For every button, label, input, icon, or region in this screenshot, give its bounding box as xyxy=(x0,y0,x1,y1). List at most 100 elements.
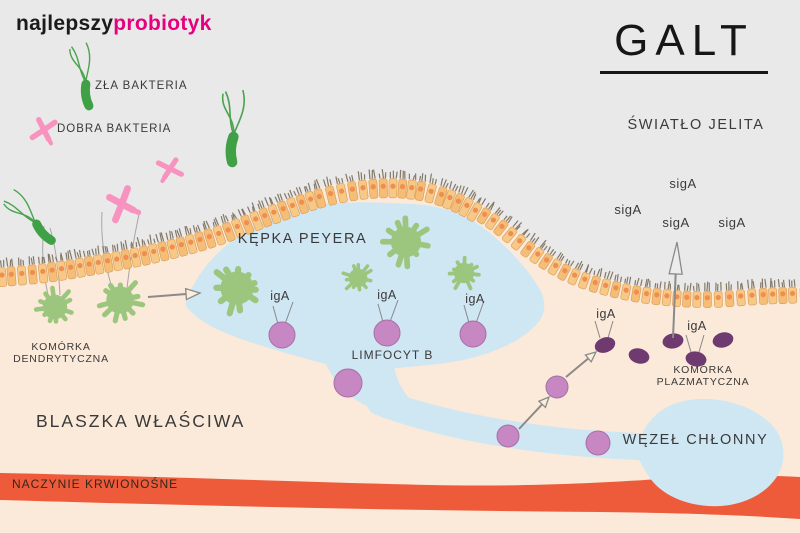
brush-border xyxy=(424,174,427,182)
dendrite xyxy=(107,282,120,298)
dendrite xyxy=(464,262,474,272)
brush-border xyxy=(737,281,739,290)
brush-border xyxy=(205,220,211,229)
dendrite xyxy=(240,285,259,293)
brush-border xyxy=(686,285,689,291)
brush-border xyxy=(341,178,344,183)
cell-nucleus xyxy=(780,291,786,297)
lymph-node-label: WĘZEŁ CHŁONNY xyxy=(622,432,769,448)
epithelial-cell xyxy=(91,245,105,275)
cell-nucleus xyxy=(370,184,376,190)
brush-border xyxy=(195,227,198,233)
dendrite xyxy=(123,298,146,308)
iga-label: igA xyxy=(465,292,485,306)
dendrite xyxy=(56,308,68,322)
epithelial-cell xyxy=(406,173,417,200)
brush-border xyxy=(283,192,288,200)
cell-nucleus xyxy=(86,261,92,267)
dendrite xyxy=(351,279,359,290)
brush-border xyxy=(664,281,666,289)
cell-nucleus xyxy=(160,246,166,252)
brush-border xyxy=(20,259,22,266)
brush-border xyxy=(170,231,174,239)
epithelial-cell xyxy=(768,277,778,305)
brush-border xyxy=(490,203,495,211)
dendritic-cell xyxy=(379,215,431,270)
brush-border xyxy=(147,239,150,245)
cell-nucleus xyxy=(623,287,629,293)
dendrite xyxy=(121,280,138,299)
epithelial-cell xyxy=(414,173,427,201)
brush-border xyxy=(124,240,128,250)
brush-border xyxy=(449,181,453,190)
epithelial-cell xyxy=(111,243,123,272)
brush-border xyxy=(68,249,73,260)
epithelial-cell xyxy=(777,279,788,305)
brush-border xyxy=(345,173,349,182)
brush-border xyxy=(507,216,513,224)
brush-border xyxy=(65,252,68,260)
brush-border xyxy=(258,200,263,209)
arrow-shaft xyxy=(565,356,591,378)
iga-receptor xyxy=(698,334,705,353)
dendrite xyxy=(451,273,463,284)
cell-nucleus xyxy=(582,276,588,282)
brush-border xyxy=(395,171,398,179)
flagellum xyxy=(232,89,245,135)
brush-border xyxy=(740,283,742,290)
epithelial-cell xyxy=(184,226,198,255)
bacteria xyxy=(3,42,245,245)
epithelial-cell xyxy=(538,246,557,270)
epithelial-cell xyxy=(434,178,449,207)
brush-border xyxy=(241,208,245,216)
good-bacteria-label: DOBRA BAKTERIA xyxy=(57,123,172,135)
dendrite xyxy=(50,285,57,305)
dendritic-cell-label: KOMÓRKA DENDRYTYCZNA xyxy=(0,341,122,365)
brush-border xyxy=(525,233,531,239)
brush-border xyxy=(496,209,502,215)
brush-border xyxy=(793,279,796,287)
brush-border xyxy=(740,282,744,290)
page-title: GALT xyxy=(600,16,768,74)
cell-nucleus xyxy=(526,245,532,251)
brush-border xyxy=(322,179,327,187)
epithelial-cell xyxy=(476,201,495,225)
epithelial-cell xyxy=(192,224,207,252)
epithelial-cell xyxy=(155,232,170,262)
arrow-icon xyxy=(147,287,202,301)
cell-nucleus xyxy=(234,223,240,230)
brush-border xyxy=(552,251,557,257)
epithelial-cell xyxy=(458,189,477,218)
epithelial-cell xyxy=(165,230,179,260)
brush-border xyxy=(556,252,562,259)
epithelial-cell xyxy=(283,189,300,218)
dendrite xyxy=(238,271,252,286)
brush-border xyxy=(412,175,416,180)
brush-border xyxy=(30,257,33,265)
brush-border xyxy=(196,224,201,232)
brush-border xyxy=(153,238,156,244)
dendrite xyxy=(234,265,242,285)
brush-border xyxy=(335,176,338,184)
iga-receptor xyxy=(475,300,485,324)
epithelial-cell xyxy=(120,240,132,270)
dendrite xyxy=(118,302,128,321)
bacterium-body xyxy=(225,131,239,168)
dendrite xyxy=(351,264,359,277)
good-bacterium-icon xyxy=(29,117,58,146)
dendrite xyxy=(102,301,119,318)
brush-border xyxy=(305,185,309,192)
cell-nucleus xyxy=(738,293,744,299)
arrow-shaft xyxy=(518,402,545,430)
brush-border xyxy=(640,279,643,287)
dendrite xyxy=(465,264,479,274)
brush-border xyxy=(782,279,785,288)
epithelial-cell xyxy=(703,281,712,308)
cell-nucleus xyxy=(0,272,5,278)
bacterium-body xyxy=(32,219,56,245)
cell-nucleus xyxy=(349,186,356,192)
cell-body xyxy=(373,319,401,347)
brush-border xyxy=(408,173,411,180)
cell-nucleus xyxy=(104,258,111,264)
brush-border xyxy=(160,232,165,242)
